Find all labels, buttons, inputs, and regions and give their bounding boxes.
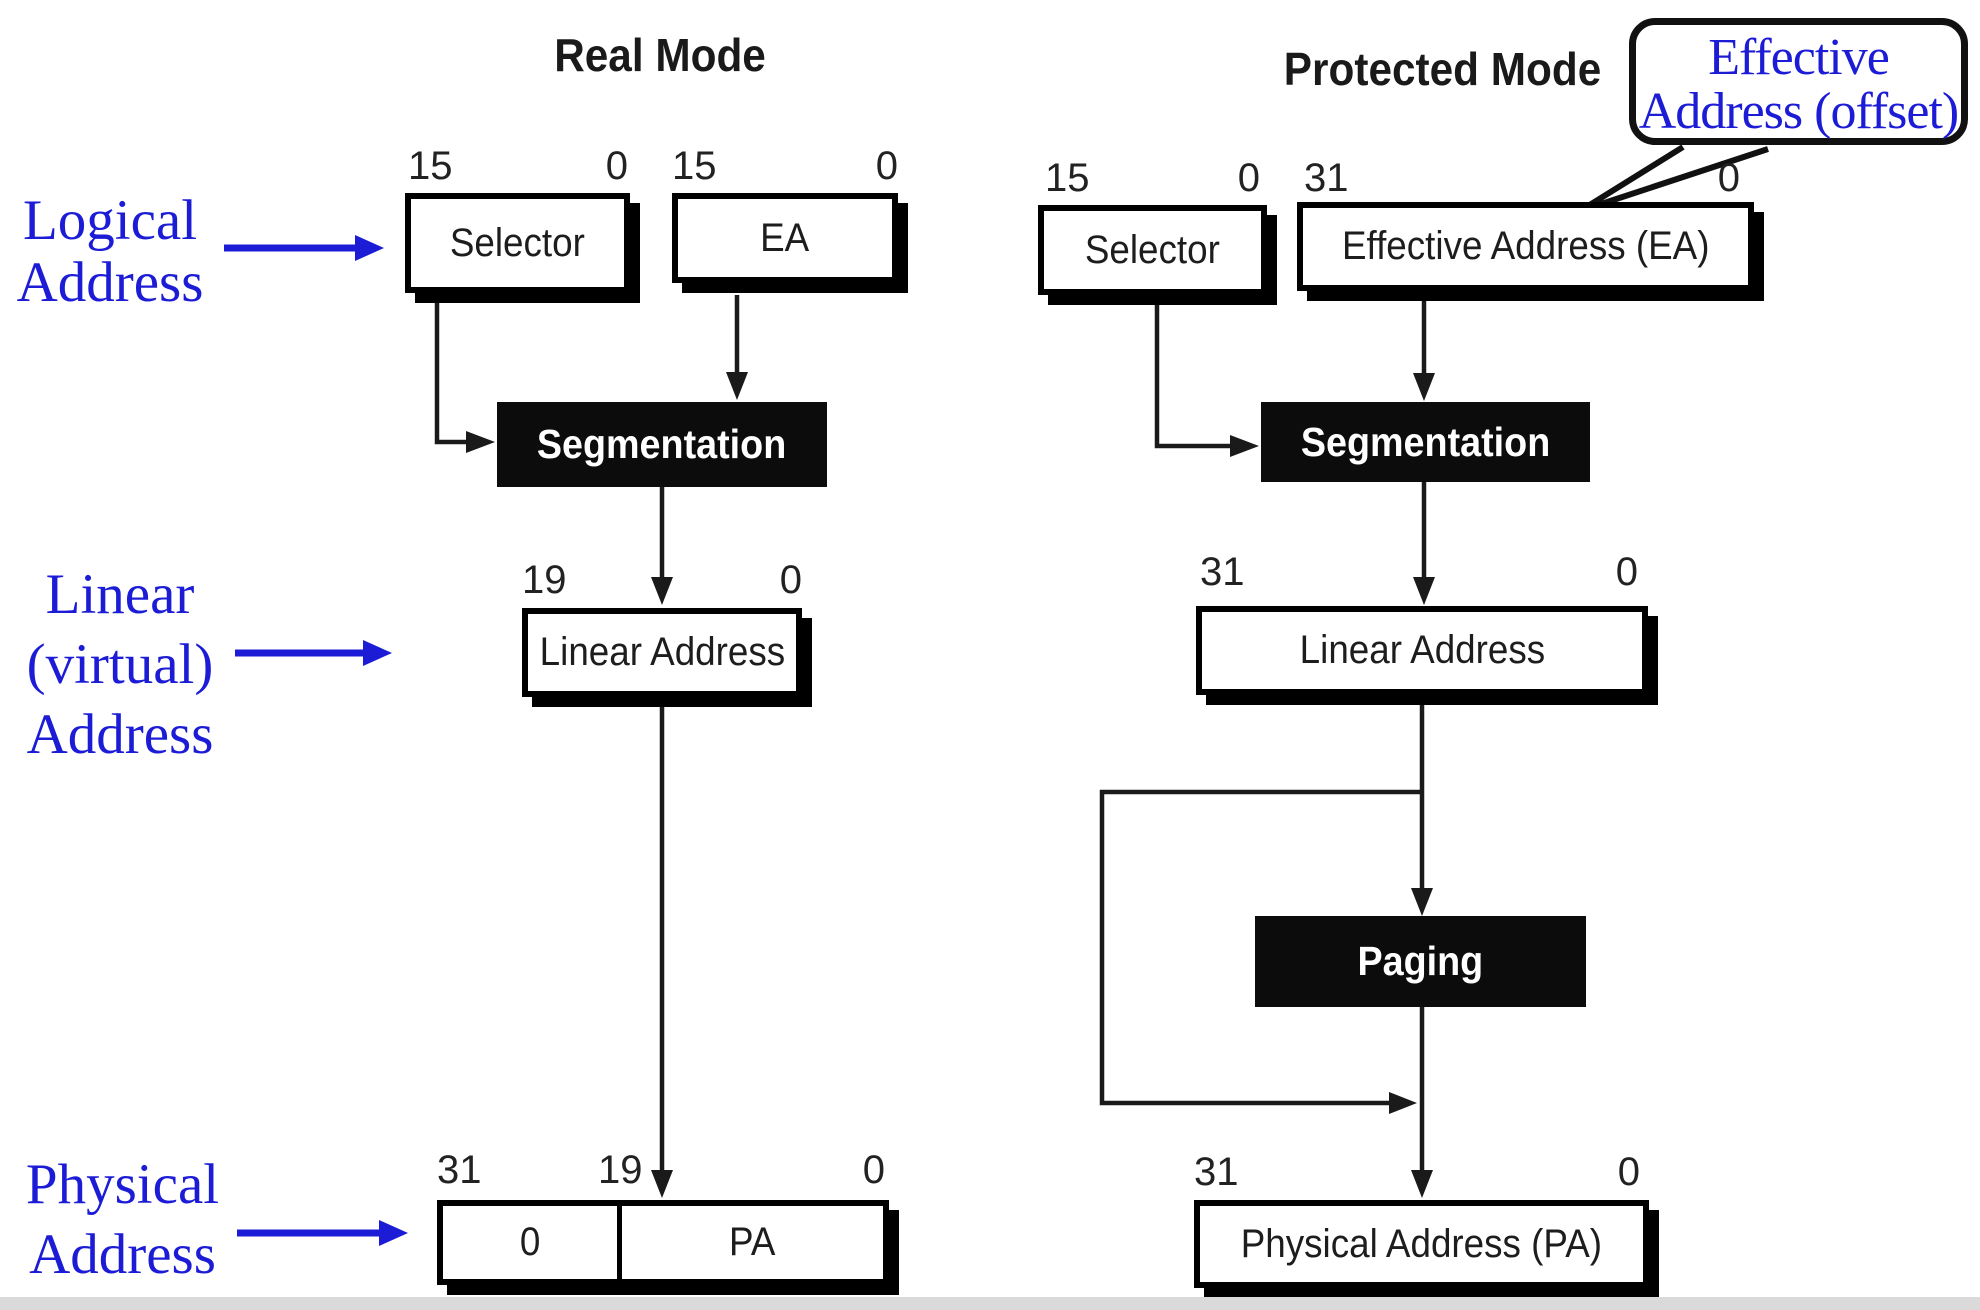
real-linear-address-box: Linear Address — [522, 608, 802, 697]
physical-address-annotation: Physical Address — [5, 1150, 240, 1290]
callout-tail-upper-line — [1586, 144, 1685, 209]
callout-tail-lower-line — [1591, 146, 1769, 210]
real-ea-box: EA — [672, 193, 898, 283]
prot-ea-box: Effective Address (EA) — [1297, 202, 1754, 291]
prot-ea-bit-high: 31 — [1304, 156, 1349, 200]
real-selector-bit-high: 15 — [408, 144, 453, 188]
logical-address-pointer-arrowhead — [355, 235, 384, 261]
prot-paging-bypass-line — [1099, 789, 1422, 1106]
real-physical-bit-mid: 19 — [598, 1148, 643, 1192]
arrowhead-bypass-join — [1389, 1092, 1417, 1114]
arrowhead-into-paging — [1411, 888, 1433, 916]
linear-virtual-line1: Linear — [45, 563, 195, 626]
prot-linear-bit-high: 31 — [1200, 550, 1245, 594]
prot-physical-address-box: Physical Address (PA) — [1194, 1200, 1649, 1288]
prot-selector-to-segmentation-line — [1154, 303, 1230, 449]
linear-virtual-line3: Address — [26, 703, 214, 766]
arrowhead-prot-physical-down — [1411, 1170, 1433, 1198]
arrowhead-real-physical-down — [651, 1170, 673, 1198]
arrowhead-real-ea-down — [726, 372, 748, 400]
logical-address-line1: Logical — [22, 189, 198, 252]
prot-linear-bit-low: 0 — [1615, 550, 1638, 594]
prot-selector-bit-low: 0 — [1237, 156, 1260, 200]
real-physical-address-box: 0 PA — [437, 1200, 889, 1285]
real-segmentation-box: Segmentation — [497, 402, 827, 487]
prot-paging-box: Paging — [1255, 916, 1586, 1007]
real-linear-bit-high: 19 — [522, 558, 567, 602]
real-physical-pa-cell: PA — [729, 1220, 776, 1264]
physical-annotation-line1: Physical — [25, 1153, 220, 1216]
arrowhead-into-real-segmentation — [466, 431, 495, 453]
prot-physical-bit-high: 31 — [1194, 1150, 1239, 1194]
real-selector-box: Selector — [405, 193, 630, 293]
linear-virtual-address-annotation: Linear (virtual) Address — [0, 560, 240, 770]
prot-selector-bit-high: 15 — [1045, 156, 1090, 200]
arrowhead-real-linear-down — [651, 577, 673, 605]
prot-physical-bit-low: 0 — [1617, 1150, 1640, 1194]
physical-address-pointer-arrowhead — [379, 1220, 408, 1246]
real-linear-bit-low: 0 — [779, 558, 802, 602]
real-mode-title: Real Mode — [554, 29, 766, 81]
prot-ea-bit-low: 0 — [1717, 156, 1740, 200]
real-selector-to-segmentation-line — [434, 300, 466, 445]
linear-virtual-line2: (virtual) — [26, 633, 214, 696]
bottom-edge-strip — [0, 1297, 1980, 1310]
real-physical-bit-high: 31 — [437, 1148, 482, 1192]
real-physical-bit-low: 0 — [862, 1148, 885, 1192]
arrowhead-into-prot-segmentation — [1230, 435, 1259, 457]
logical-address-annotation: Logical Address — [0, 190, 220, 314]
real-ea-bit-high: 15 — [672, 144, 717, 188]
callout-line2: Address (offset) — [1638, 83, 1960, 140]
real-ea-bit-low: 0 — [875, 144, 898, 188]
callout-line1: Effective — [1708, 29, 1890, 86]
real-physical-high-cell: 0 — [443, 1206, 622, 1279]
linear-address-pointer-arrowhead — [363, 640, 392, 666]
arrowhead-prot-linear-down — [1413, 577, 1435, 605]
prot-segmentation-box: Segmentation — [1261, 402, 1590, 482]
prot-linear-address-box: Linear Address — [1196, 606, 1648, 695]
effective-address-callout-bubble: Effective Address (offset) — [1629, 18, 1968, 145]
real-selector-bit-low: 0 — [605, 144, 628, 188]
physical-annotation-line2: Address — [29, 1223, 216, 1286]
protected-mode-title: Protected Mode — [1284, 43, 1602, 95]
arrowhead-prot-ea-down — [1413, 373, 1435, 401]
prot-selector-box: Selector — [1038, 205, 1267, 295]
logical-address-line2: Address — [16, 251, 204, 314]
